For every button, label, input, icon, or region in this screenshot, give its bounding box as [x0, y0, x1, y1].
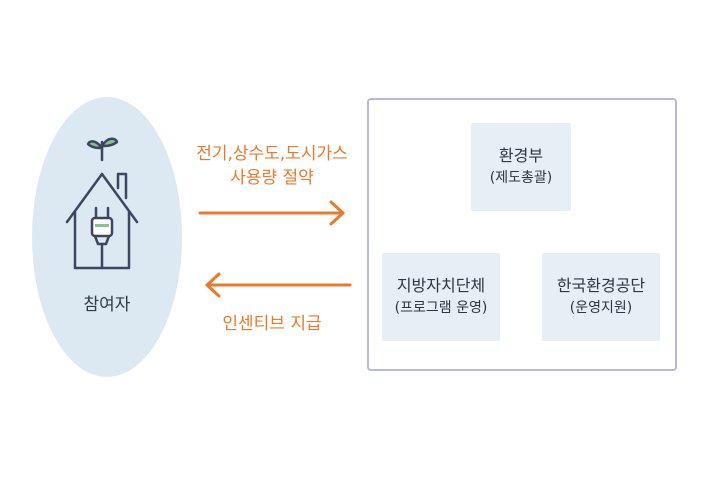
org-keco-box: 한국환경공단 (운영지원) [542, 253, 660, 341]
saving-flow-line1: 전기,상수도,도시가스 [196, 144, 348, 164]
saving-flow-line2: 사용량 절약 [230, 168, 314, 188]
arrow-left-icon [205, 272, 352, 298]
org-keco-name: 한국환경공단 [556, 276, 646, 295]
org-ministry-name: 환경부 [498, 146, 544, 165]
house-plug-icon [65, 137, 139, 270]
org-ministry-role: (제도총괄) [489, 170, 553, 186]
org-ministry-box: 환경부 (제도총괄) [471, 123, 571, 211]
saving-flow-label: 전기,상수도,도시가스 사용량 절약 [192, 142, 352, 190]
org-local-gov-role: (프로그램 운영) [394, 300, 488, 316]
org-local-gov-name: 지방자치단체 [396, 276, 486, 295]
org-keco-role: (운영지원) [569, 300, 633, 316]
incentive-flow-label: 인센티브 지급 [222, 314, 322, 334]
participant-label: 참여자 [83, 295, 131, 315]
org-local-gov-box: 지방자치단체 (프로그램 운영) [382, 253, 500, 341]
arrow-right-icon [198, 200, 345, 226]
